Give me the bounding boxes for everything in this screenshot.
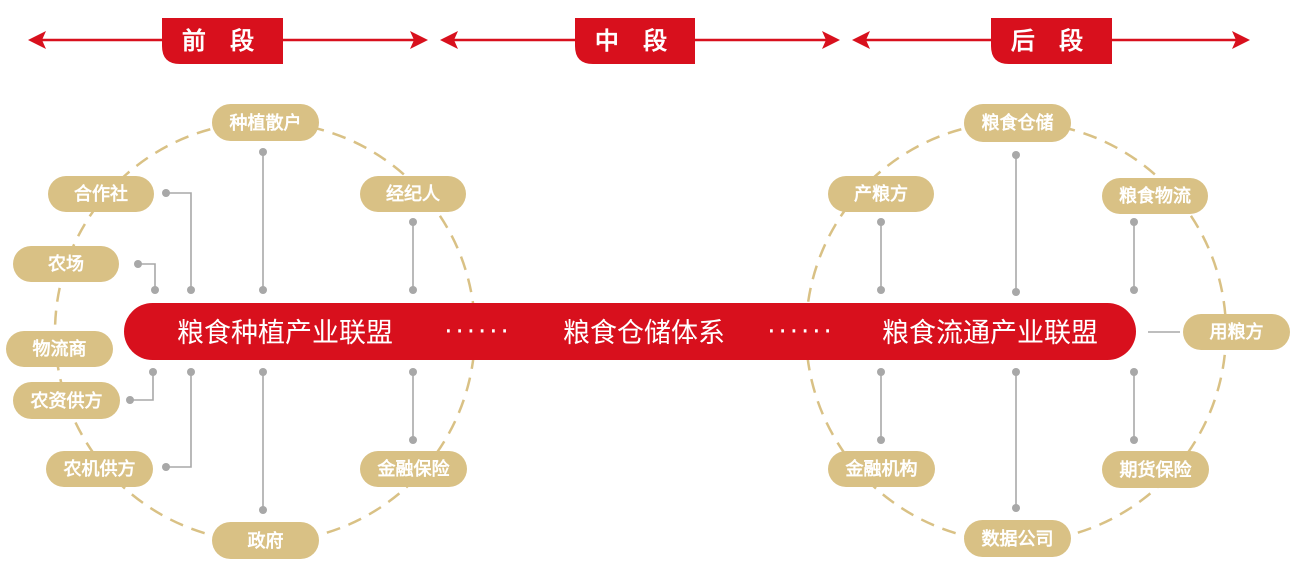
storage-system-label: 粮食仓储体系 (563, 318, 725, 349)
middle-segment-label: 中 段 (595, 27, 675, 55)
node-cooperative: 合作社 (48, 176, 154, 212)
segment-header: 前 段 中 段 后 段 (28, 18, 1250, 64)
middle-segment-tab (575, 18, 695, 64)
svg-text:产粮方: 产粮方 (854, 183, 908, 205)
back-segment-tab (991, 18, 1112, 64)
node-grain-logistics: 粮食物流 (1102, 178, 1208, 214)
node-futures-insurance: 期货保险 (1102, 451, 1209, 488)
back-segment-label: 后 段 (1011, 27, 1091, 55)
svg-text:金融保险: 金融保险 (377, 458, 451, 480)
svg-text:农场: 农场 (47, 253, 84, 275)
node-finance-insurance: 金融保险 (360, 451, 467, 487)
separator-dots-right: ······ (767, 317, 835, 347)
left-connector-dots (126, 148, 417, 514)
left-connectors (130, 152, 414, 510)
right-connectors (880, 155, 1180, 508)
node-grain-storage: 粮食仓储 (964, 104, 1071, 142)
front-segment-tab (162, 18, 283, 64)
node-grain-user: 用粮方 (1183, 314, 1290, 350)
circulation-alliance-label: 粮食流通产业联盟 (882, 318, 1098, 349)
node-data-company: 数据公司 (964, 520, 1071, 557)
svg-text:合作社: 合作社 (74, 183, 128, 205)
planting-alliance-label: 粮食种植产业联盟 (177, 318, 393, 349)
svg-text:粮食仓储: 粮食仓储 (982, 112, 1054, 134)
svg-text:金融机构: 金融机构 (845, 458, 918, 480)
svg-text:农资供方: 农资供方 (30, 390, 103, 412)
node-government: 政府 (212, 522, 319, 559)
node-grain-producer: 产粮方 (828, 176, 934, 212)
svg-text:政府: 政府 (248, 530, 284, 552)
front-segment-label: 前 段 (182, 27, 262, 55)
svg-text:粮食物流: 粮食物流 (1119, 185, 1191, 207)
svg-text:物流商: 物流商 (33, 338, 87, 360)
svg-text:用粮方: 用粮方 (1210, 321, 1264, 343)
right-connector-dots (877, 151, 1138, 512)
node-logistics-vendor: 物流商 (6, 331, 113, 367)
svg-text:种植散户: 种植散户 (229, 112, 302, 134)
main-alliance-bar (124, 303, 1136, 360)
separator-dots-left: ······ (444, 317, 512, 347)
svg-text:农机供方: 农机供方 (63, 458, 136, 480)
svg-text:数据公司: 数据公司 (982, 528, 1054, 550)
node-agri-supplies-supplier: 农资供方 (13, 382, 120, 419)
node-farm: 农场 (13, 246, 119, 282)
node-planting-households: 种植散户 (212, 104, 319, 141)
svg-text:期货保险: 期货保险 (1120, 459, 1193, 481)
svg-text:经纪人: 经纪人 (386, 183, 441, 205)
node-financial-institution: 金融机构 (828, 451, 935, 487)
node-agri-machinery-supplier: 农机供方 (46, 451, 153, 487)
node-broker: 经纪人 (360, 176, 466, 212)
